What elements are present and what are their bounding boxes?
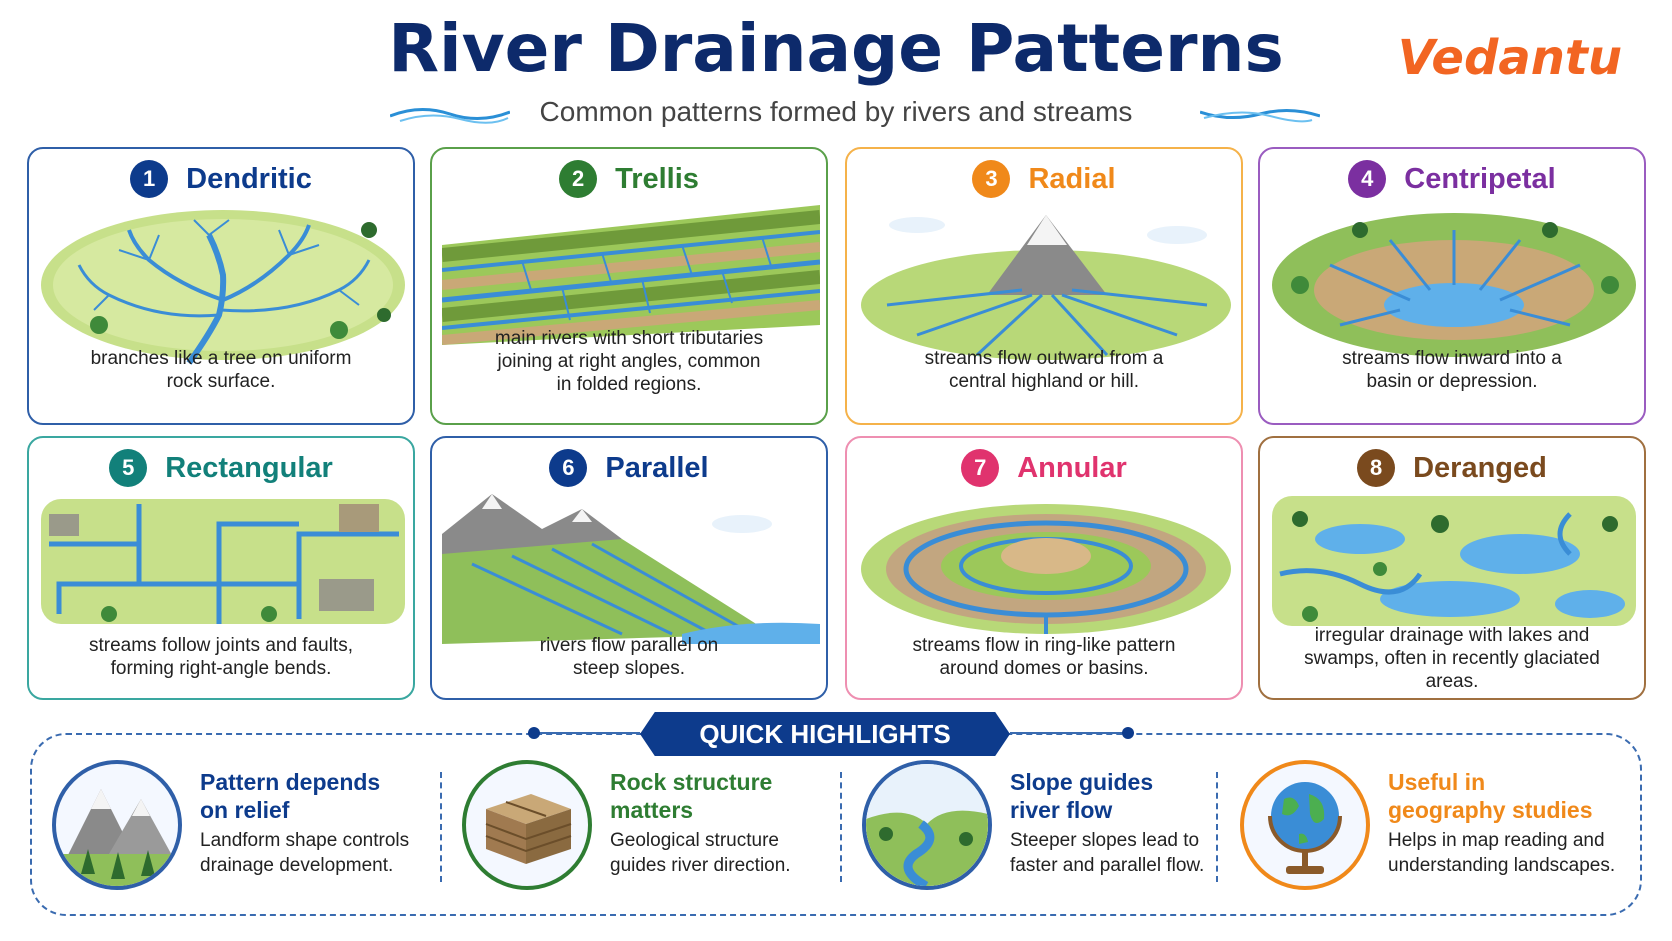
deranged-illustration [1272,496,1636,626]
page-subtitle: Common patterns formed by rivers and str… [539,96,1133,127]
wave-decoration-left [390,108,510,124]
card-number-badge: 4 [1348,160,1387,198]
trellis-illustration [442,205,820,345]
card-title: Trellis [615,162,699,195]
card-number-badge: 6 [549,449,588,487]
page-title: River Drainage Patterns [388,10,1284,87]
card-number-badge: 5 [109,449,148,487]
radial-illustration [861,215,1231,360]
dendritic-illustration [41,210,405,365]
card-title: Annular [1017,451,1127,484]
quick-highlights-banner: QUICK HIGHLIGHTS [640,712,1010,756]
highlight-divider [1216,772,1218,882]
mountains-icon [52,760,182,890]
banner-dot-right [1122,727,1134,739]
card-title: Deranged [1413,451,1547,484]
card-title: Parallel [605,451,709,484]
card-centripetal: 4 Centripetal streams flow inward into a… [1258,147,1646,425]
highlight-divider [440,772,442,882]
card-number-badge: 7 [961,449,1000,487]
annular-illustration [861,504,1231,634]
banner-dot-left [528,727,540,739]
card-rectangular: 5 Rectangular streams follow joints and … [27,436,415,700]
river-valley-icon [862,760,992,890]
card-number-badge: 2 [559,160,598,198]
card-title: Radial [1028,162,1116,195]
centripetal-illustration [1272,213,1636,357]
rock-layers-icon [462,760,592,890]
globe-icon [1240,760,1370,890]
rectangular-illustration [41,499,405,624]
card-dendritic: 1 Dendritic branches like a tree on unif… [27,147,415,425]
card-trellis: 2 Trellis main rivers with short tributa… [430,147,828,425]
parallel-illustration [442,494,820,644]
card-description: streams follow joints and faults,forming… [88,635,353,679]
card-title: Rectangular [165,451,333,484]
card-title: Centripetal [1404,162,1556,195]
card-number-badge: 8 [1357,449,1396,487]
card-number-badge: 1 [130,160,169,198]
wave-decoration-right [1200,109,1320,123]
brand-logo: Vedantu [1397,30,1622,86]
card-number-badge: 3 [972,160,1011,198]
highlight-divider [840,772,842,882]
banner-line-left [530,732,640,734]
card-annular: 7 Annular streams flow in ring-like patt… [845,436,1243,700]
card-title: Dendritic [186,162,312,195]
card-deranged: 8 Deranged irregular drainage with lakes… [1258,436,1646,700]
banner-line-right [1010,732,1130,734]
